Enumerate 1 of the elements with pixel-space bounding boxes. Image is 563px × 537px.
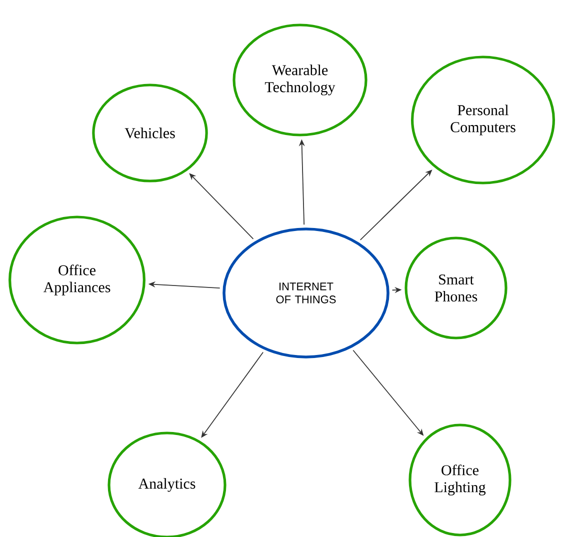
arrow xyxy=(189,173,254,240)
